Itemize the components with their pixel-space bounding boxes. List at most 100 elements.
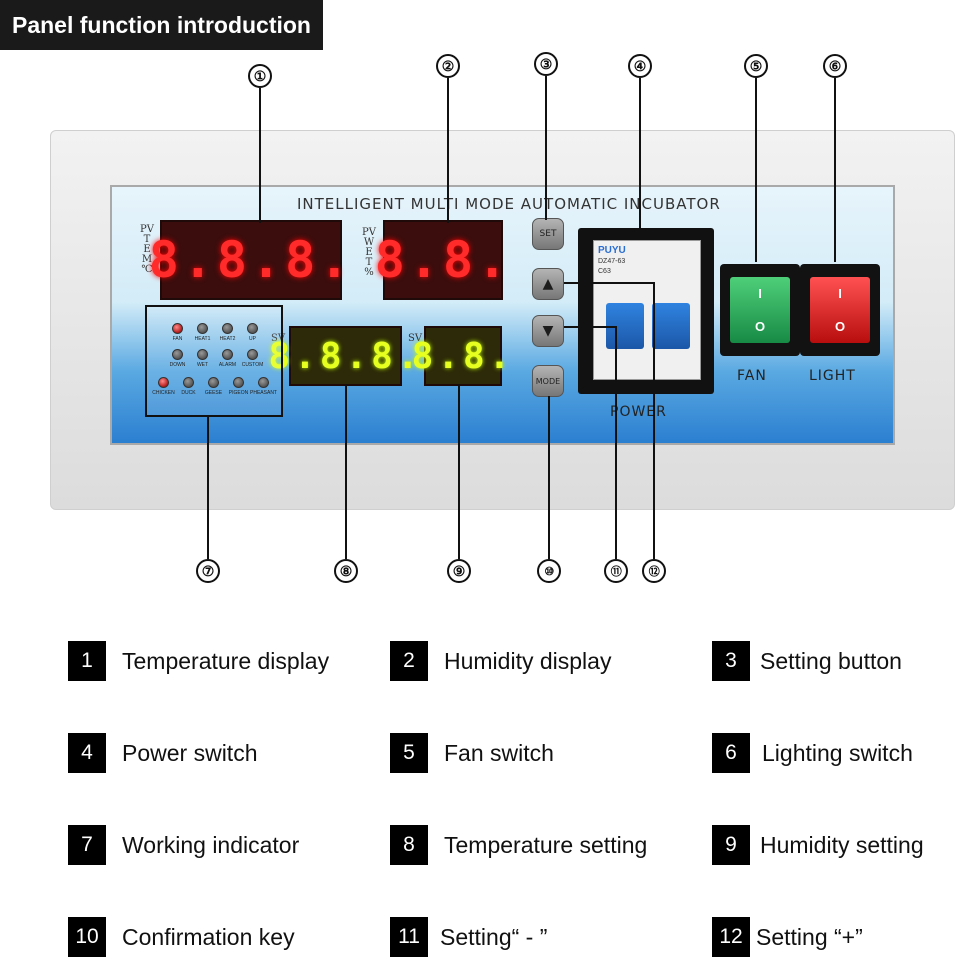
- leader-line-12-v: [653, 282, 655, 559]
- up-button[interactable]: ▲: [532, 268, 564, 300]
- indicator-row-1: FAN HEAT1 HEAT2 UP: [165, 323, 265, 342]
- leader-line-7: [207, 417, 209, 559]
- legend-item-5: 5 Fan switch: [390, 733, 554, 773]
- indicator-light: [197, 349, 208, 360]
- callout-7: ⑦: [196, 559, 220, 583]
- set-button[interactable]: SET: [532, 218, 564, 250]
- legend-text: Fan switch: [444, 739, 554, 766]
- leader-line-2: [447, 78, 449, 223]
- power-switch[interactable]: PUYU DZ47-63 C63: [593, 240, 701, 380]
- callout-9: ⑨: [447, 559, 471, 583]
- fan-label: FAN: [737, 368, 767, 384]
- indicator-fan: FAN: [165, 323, 190, 342]
- leader-line-4: [639, 78, 641, 230]
- legend-number: 5: [390, 733, 428, 773]
- legend-text: Power switch: [122, 739, 258, 766]
- fan-switch[interactable]: I O: [730, 277, 790, 343]
- indicator-duck: DUCK: [176, 377, 201, 396]
- leader-line-9: [458, 384, 460, 559]
- indicator-light: [183, 377, 194, 388]
- legend-item-1: 1 Temperature display: [68, 641, 329, 681]
- power-label: POWER: [610, 404, 667, 420]
- light-switch[interactable]: I O: [810, 277, 870, 343]
- legend-text: Setting“ - ”: [440, 923, 548, 950]
- legend-number: 10: [68, 917, 106, 957]
- sv-label-humidity: SV: [408, 333, 423, 344]
- temp-side-label: PV T E M ℃: [140, 224, 154, 275]
- legend-text: Setting “+”: [756, 923, 863, 950]
- indicator-chicken: CHICKEN: [151, 377, 176, 396]
- legend-text: Temperature display: [122, 647, 330, 674]
- callout-5: ⑤: [744, 54, 768, 78]
- humidity-setting-display: 8.8.: [412, 326, 510, 386]
- legend-text: Humidity setting: [760, 831, 924, 858]
- leader-line-11-v: [615, 326, 617, 559]
- indicator-light: [172, 323, 183, 334]
- callout-12: ⑫: [642, 559, 666, 583]
- breaker-toggle-right[interactable]: [652, 303, 690, 349]
- legend-item-8: 8 Temperature setting: [390, 825, 647, 865]
- legend-item-4: 4 Power switch: [68, 733, 257, 773]
- indicator-light: [158, 377, 169, 388]
- indicator-light: [208, 377, 219, 388]
- mode-button[interactable]: MODE: [532, 365, 564, 397]
- legend-number: 4: [68, 733, 106, 773]
- wet-side-label: PV W E T %: [362, 227, 376, 278]
- breaker-rating: C63: [598, 268, 611, 275]
- legend-text: Temperature setting: [444, 831, 648, 858]
- breaker-brand: PUYU: [598, 245, 626, 256]
- indicator-light: [197, 323, 208, 334]
- callout-8: ⑧: [334, 559, 358, 583]
- indicator-alarm: ALARM: [215, 349, 240, 368]
- breaker-model: DZ47-63: [598, 258, 626, 265]
- callout-11: ⑪: [604, 559, 628, 583]
- legend-text: Lighting switch: [762, 739, 913, 766]
- on-mark: I: [758, 286, 762, 301]
- legend-number: 3: [712, 641, 750, 681]
- temperature-display: 8.8.8.: [149, 220, 349, 300]
- callout-10: ⑩: [537, 559, 561, 583]
- legend-item-10: 10 Confirmation key: [68, 917, 295, 957]
- sv-label-temp: SV: [271, 333, 286, 344]
- off-mark: O: [754, 319, 766, 334]
- leader-line-3: [545, 76, 547, 220]
- legend-number: 1: [68, 641, 106, 681]
- leader-line-5: [755, 78, 757, 262]
- indicator-pigeon: PIGEON: [226, 377, 251, 396]
- legend-text: Confirmation key: [122, 923, 295, 950]
- indicator-heat2: HEAT2: [215, 323, 240, 342]
- temperature-setting-display: 8.8.8.: [268, 326, 419, 386]
- on-mark: I: [838, 286, 842, 301]
- panel-title: INTELLIGENT MULTI MODE AUTOMATIC INCUBAT…: [297, 195, 721, 213]
- callout-2: ②: [436, 54, 460, 78]
- leader-line-11-h: [564, 326, 616, 328]
- off-mark: O: [834, 319, 846, 334]
- up-arrow-icon: ▲: [542, 276, 554, 292]
- indicator-light: [247, 349, 258, 360]
- working-indicator-panel: FAN HEAT1 HEAT2 UP DOWN WET ALARM CUSTOM…: [145, 305, 283, 417]
- legend-text: Humidity display: [444, 647, 612, 674]
- leader-line-12-h: [564, 282, 654, 284]
- down-button[interactable]: ▼: [532, 315, 564, 347]
- leader-line-1: [259, 88, 261, 223]
- indicator-light: [247, 323, 258, 334]
- indicator-geese: GEESE: [201, 377, 226, 396]
- callout-3: ③: [534, 52, 558, 76]
- indicator-up: UP: [240, 323, 265, 342]
- legend-number: 8: [390, 825, 428, 865]
- legend-item-3: 3 Setting button: [712, 641, 902, 681]
- indicator-row-3: CHICKEN DUCK GEESE PIGEON PHEASANT: [151, 377, 277, 396]
- legend-number: 12: [712, 917, 750, 957]
- light-label: LIGHT: [809, 368, 856, 384]
- indicator-light: [222, 323, 233, 334]
- legend-text: Setting button: [760, 647, 902, 674]
- legend-number: 7: [68, 825, 106, 865]
- indicator-wet: WET: [190, 349, 215, 368]
- indicator-pheasant: PHEASANT: [250, 377, 277, 396]
- callout-4: ④: [628, 54, 652, 78]
